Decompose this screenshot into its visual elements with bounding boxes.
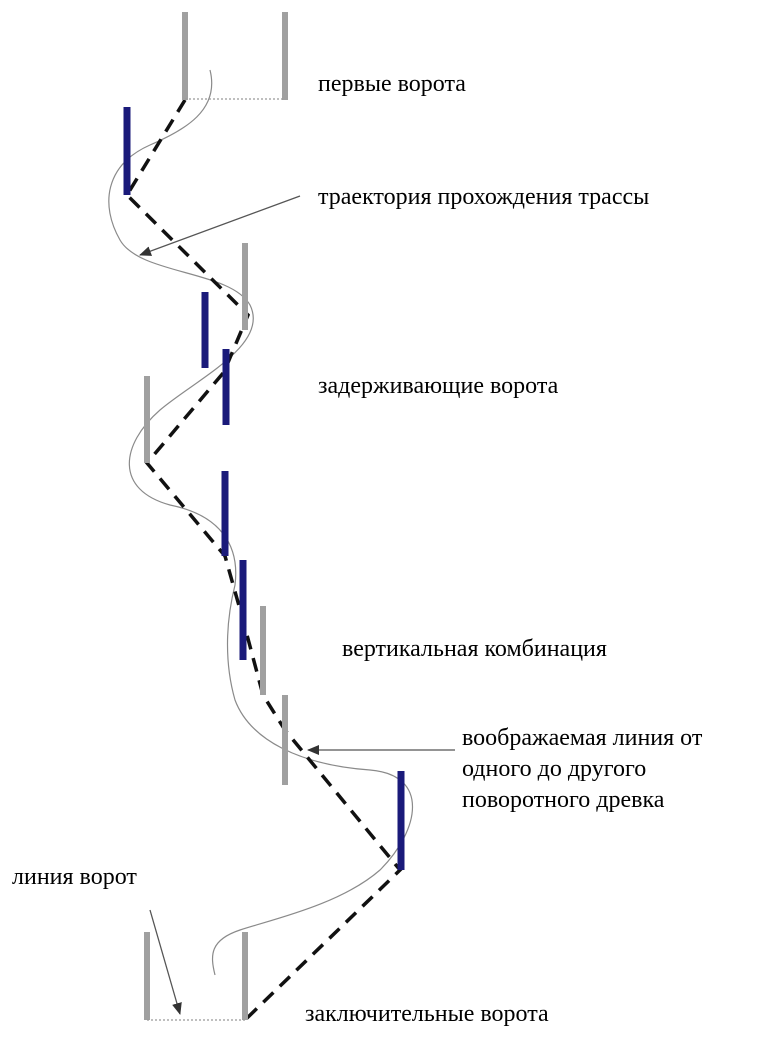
label-delay-gate: задерживающие ворота <box>318 373 559 399</box>
label-first-gate: первые ворота <box>318 71 466 97</box>
label-trajectory: траектория прохождения трассы <box>318 184 650 210</box>
gate-line-callout-arrow <box>149 909 182 1015</box>
first-gate <box>182 12 288 100</box>
label-final-gate: заключительные ворота <box>305 1001 549 1027</box>
trajectory-callout-arrow <box>139 195 301 256</box>
label-gate-line: линия ворот <box>12 864 137 890</box>
course-poles <box>123 107 405 870</box>
label-vertical-combination: вертикальная комбинация <box>342 636 607 662</box>
final-gate <box>144 932 248 1021</box>
label-imaginary-line: воображаемая линия от одного до другого … <box>462 725 703 814</box>
ski-trajectory-line <box>108 69 414 976</box>
imaginary-line-dashed <box>124 99 403 1022</box>
